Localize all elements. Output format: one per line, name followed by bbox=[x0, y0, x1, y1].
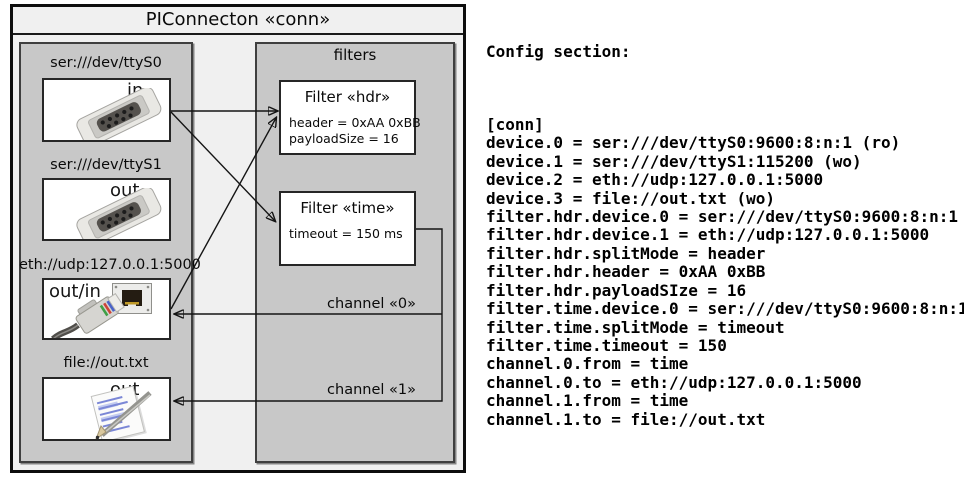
filter-hdr-box: Filter «hdr» header = 0xAA 0xBB payloadS… bbox=[279, 80, 421, 155]
diagram-title: PIConnecton «conn» bbox=[13, 7, 463, 35]
db9-serial-connector-icon bbox=[76, 88, 162, 140]
device-direction-label: out/in bbox=[49, 281, 101, 302]
device-url-label-file: file://out.txt bbox=[63, 355, 149, 371]
device-box-ttys1: out bbox=[42, 178, 171, 241]
filter-hdr-title: Filter «hdr» bbox=[304, 88, 391, 106]
device-box-eth: out/in bbox=[42, 278, 171, 340]
filter-hdr-attr-payloadsize: payloadSize = 16 bbox=[289, 131, 399, 146]
filter-time-attr-timeout: timeout = 150 ms bbox=[289, 226, 403, 241]
channel-1-label: channel «1» bbox=[327, 382, 416, 398]
filter-time-title: Filter «time» bbox=[300, 199, 395, 217]
config-section: Config section: [conn] device.0 = ser://… bbox=[486, 6, 964, 466]
config-heading: Config section: bbox=[486, 41, 631, 61]
config-lines: [conn] device.0 = ser:///dev/ttyS0:9600:… bbox=[486, 115, 964, 429]
device-box-file: out bbox=[42, 377, 171, 441]
db9-serial-connector-icon bbox=[76, 188, 162, 239]
filter-hdr-attr-header: header = 0xAA 0xBB bbox=[289, 115, 421, 130]
channel-0-label: channel «0» bbox=[327, 296, 416, 312]
rj45-plug-icon bbox=[51, 293, 125, 338]
device-url-label-eth: eth://udp:127.0.0.1:5000 bbox=[19, 257, 201, 273]
filters-panel-title: filters bbox=[333, 46, 377, 64]
filter-time-box: Filter «time» timeout = 150 ms bbox=[279, 191, 416, 266]
device-url-label-ttys0: ser:///dev/ttyS0 bbox=[50, 55, 162, 71]
notepad-pencil-icon bbox=[90, 385, 152, 439]
device-url-label-ttys1: ser:///dev/ttyS1 bbox=[50, 157, 162, 173]
device-box-ttys0: in bbox=[42, 78, 171, 142]
